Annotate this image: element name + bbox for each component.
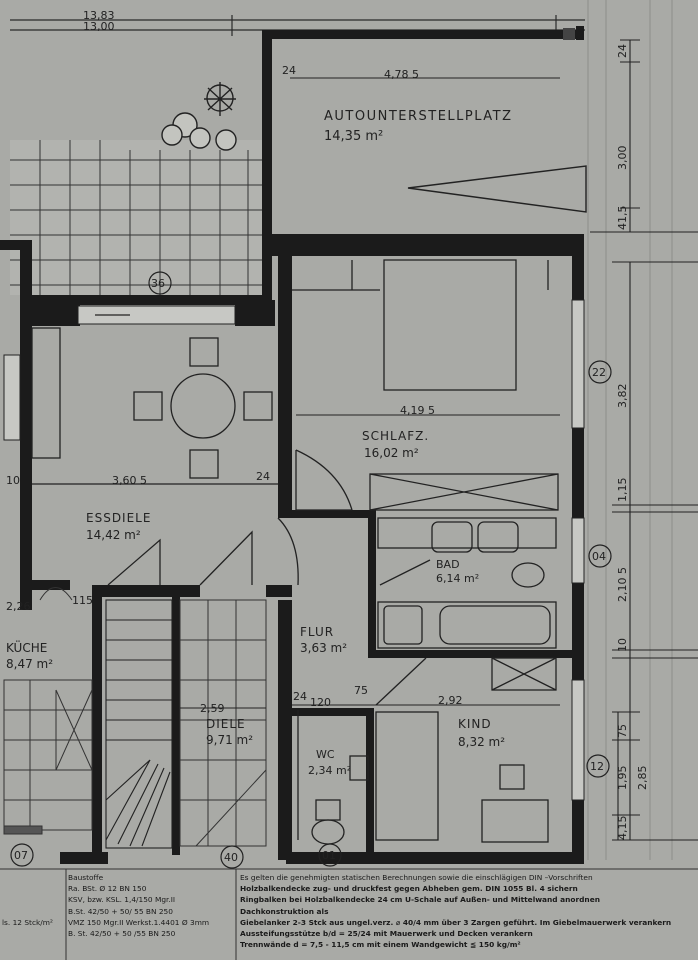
room-area-kitchen: 8,47 m² [6, 657, 53, 671]
marker-40: 40 [224, 851, 238, 864]
section-markers [10, 271, 612, 869]
staircase [105, 599, 173, 849]
bedroom-furniture [292, 259, 559, 511]
materials-list: Baustoffe Ra. BSt. Ø 12 BN 150 KSV, bzw.… [68, 872, 233, 939]
marker-36: 36 [151, 277, 165, 290]
dim-hall-75: 75 [354, 684, 368, 697]
dim-right-2105: 2,10 5 [616, 567, 629, 602]
marker-01: 01 [322, 849, 336, 862]
materials-line: VMZ 150 Mgr.II Werkst.1.4401 Ø 3mm [68, 917, 210, 927]
dim-dining-24: 24 [256, 470, 270, 483]
room-name-entry: DIELE [206, 717, 246, 731]
materials-line: B.St. 42/50 + 50/ 55 BN 250 [68, 906, 173, 916]
materials-line: Ra. BSt. Ø 12 BN 150 [68, 884, 147, 894]
dim-bedroom-width: 4,19 5 [400, 404, 435, 417]
room-area-entry: 9,71 m² [206, 733, 253, 747]
window-frames [3, 299, 585, 801]
room-name-carport: AUTOUNTERSTELLPLATZ [324, 109, 513, 124]
note-line: Holzbalkendecke zug- und druckfest gegen… [240, 884, 578, 894]
room-name-dining-hall: ESSDIELE [86, 511, 151, 525]
room-area-dining-hall: 14,42 m² [86, 528, 141, 542]
room-name-kitchen: KÜCHE [6, 639, 47, 655]
note-line: Es gelten die genehmigten statischen Ber… [240, 873, 593, 882]
room-area-wc: 2,34 m² [308, 764, 351, 777]
dim-right-300: 3,00 [616, 146, 629, 171]
construction-notes: Baustoffe Ra. BSt. Ø 12 BN 150 KSV, bzw.… [0, 868, 698, 960]
note-line: Dachkonstruktion als [240, 906, 329, 916]
interior-dimension-lines [32, 77, 560, 709]
room-area-bath: 6,14 m² [436, 572, 479, 585]
dim-top-outer: 13,83 [83, 9, 115, 22]
dim-right-415: 41,5 [616, 206, 629, 231]
dim-entry-259: 2,59 [200, 702, 225, 715]
room-name-wc: WC [316, 748, 335, 761]
note-line: Trennwände d = 7,5 - 11,5 cm mit einem W… [240, 940, 521, 950]
note-line: Ringbalken bei Holzbalkendecke 24 cm U-S… [240, 895, 600, 905]
dim-hall-120: 120 [310, 696, 331, 709]
dim-right-10: 10 [616, 638, 629, 652]
notes-table-lines [0, 868, 698, 960]
interior-walls [30, 244, 580, 860]
marker-07: 07 [14, 849, 28, 862]
dim-top-inner: 13,00 [83, 20, 115, 33]
materials-line: Baustoffe [68, 873, 104, 882]
marker-12: 12 [590, 760, 604, 773]
dim-left-226: 2,26 [6, 600, 31, 613]
dim-right-195: 1,95 [616, 766, 629, 791]
marker-04: 04 [592, 550, 606, 563]
dim-right-415b: 4,15 [616, 816, 629, 841]
room-name-bedroom: SCHLAFZ. [362, 429, 429, 443]
shrub-icons [161, 82, 237, 151]
materials-line: B. St. 42/50 + 50 /55 BN 250 [68, 929, 176, 939]
note-line: Aussteifungsstütze b/d = 25/24 mit Mauer… [240, 929, 533, 939]
dim-carport-wall: 24 [282, 64, 296, 77]
carport-direction-arrow [407, 165, 587, 213]
room-area-bedroom: 16,02 m² [364, 446, 419, 460]
entry-tiles [179, 599, 267, 847]
room-area-hall: 3,63 m² [300, 641, 347, 655]
carport-walls [262, 26, 584, 300]
dim-left-10: 10 [6, 474, 20, 487]
child-room-furniture [297, 657, 557, 843]
dim-carport-width: 4,78 5 [384, 68, 419, 81]
structural-notes: Es gelten die genehmigten statischen Ber… [240, 872, 690, 950]
dim-left-115: 115 [72, 594, 93, 607]
room-name-hall: FLUR [300, 625, 334, 639]
materials-line: KSV, bzw. KSL. 1,4/150 Mgr.II [68, 895, 176, 905]
dim-dining-width: 3,60 5 [112, 474, 147, 487]
dim-right-115: 1,15 [616, 478, 629, 503]
dim-hall-24: 24 [293, 690, 307, 703]
room-name-child: KIND [458, 717, 492, 731]
kitchen-tiles [3, 587, 93, 835]
dim-child-292: 2,92 [438, 694, 463, 707]
dim-right-24: 24 [616, 44, 629, 58]
right-margin-gridlines [587, 0, 673, 860]
materials-lead-note: ls. 12 Stck/m² [2, 918, 53, 927]
room-area-carport: 14,35 m² [324, 129, 383, 144]
dim-right-382: 3,82 [616, 384, 629, 409]
note-line: Giebelanker 2-3 Stck aus ungel.verz. ⌀ 4… [240, 917, 672, 927]
dim-right-285: 2,85 [636, 766, 649, 791]
room-area-child: 8,32 m² [458, 735, 505, 749]
room-name-bath: BAD [436, 558, 460, 571]
dim-right-75: 75 [616, 724, 629, 738]
marker-22: 22 [592, 366, 606, 379]
right-dimension-chain [590, 39, 698, 841]
terrace-paving [10, 140, 262, 295]
bathroom-fixtures [377, 517, 557, 649]
